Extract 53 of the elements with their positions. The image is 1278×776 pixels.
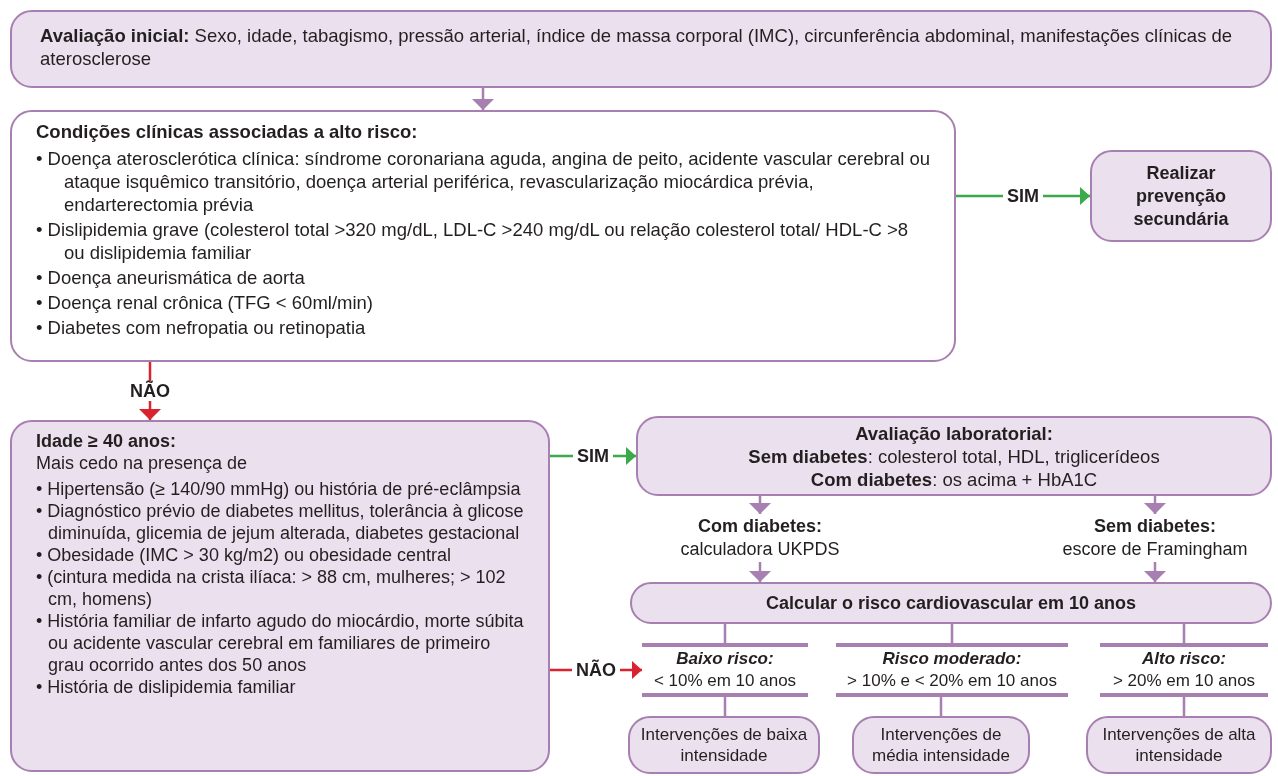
- connector-line: [950, 624, 954, 643]
- arrow: [472, 88, 494, 110]
- box-text: Com diabetes: os acima + HbA1C: [810, 467, 1098, 491]
- band-text: > 10% e < 20% em 10 anos: [847, 670, 1057, 692]
- flow-box: [628, 716, 820, 774]
- bullet-item: • Diagnóstico prévio de diabetes mellitus, tolerância à glicose diminuída, glicemia de jejum alterada, diabetes gestacional: [36, 500, 524, 544]
- band-text: > 20% em 10 anos: [1112, 670, 1256, 692]
- box-heading: Avaliação laboratorial:: [855, 421, 1053, 445]
- band-heading: Alto risco:: [1141, 648, 1227, 670]
- flow-box: [10, 420, 550, 772]
- connector-line: [1182, 624, 1186, 643]
- flow-box: [1090, 150, 1272, 242]
- bullet-item: • Obesidade (IMC > 30 kg/m2) ou obesidade central: [36, 544, 453, 566]
- bullet-item: • Doença renal crônica (TFG < 60ml/min): [36, 291, 375, 314]
- box-text: Mais cedo na presença de: [36, 452, 249, 474]
- flow-box: [10, 10, 1272, 88]
- bullet-item: • Dislipidemia grave (colesterol total >320 mg/dL, LDL-C >240 mg/dL ou relação colesterol total/ HDL-C >8 ou dislipidemia familiar: [36, 218, 910, 264]
- connector-line: [1182, 697, 1186, 716]
- flow-text: calculadora UKPDS: [680, 538, 840, 561]
- connector-line: [939, 697, 943, 716]
- text-heading: Sem diabetes:: [1093, 515, 1216, 538]
- text-heading: Com diabetes:: [698, 515, 822, 538]
- bullet-item: • Doença aneurismática de aorta: [36, 266, 306, 289]
- box-text: Sem diabetes: colesterol total, HDL, triglicerídeos: [748, 444, 1160, 468]
- connector-line: [723, 697, 727, 716]
- bullet-item: • Hipertensão (≥ 140/90 mmHg) ou história de pré-eclâmpsia: [36, 478, 522, 500]
- arrow: [749, 562, 771, 582]
- box-text: Intervenções de média intensidade: [871, 724, 1011, 766]
- arrow: [749, 496, 771, 514]
- bullet-item: • História de dislipidemia familiar: [36, 676, 297, 698]
- flow-box: [852, 716, 1030, 774]
- band-heading: Baixo risco:: [676, 648, 774, 670]
- box-text: Avaliação inicial: Sexo, idade, tabagismo, pressão arterial, índice de massa corporal (IMC), circunferência abdominal, manifestações clínicas de aterosclerose: [40, 24, 1234, 70]
- arrow: [1144, 562, 1166, 582]
- box-text: Intervenções de baixa intensidade: [639, 724, 809, 766]
- bullet-item: • História familiar de infarto agudo do miocárdio, morte súbita ou acidente vascular cerebral em familiares de primeiro grau ocorrido antes dos 50 anos: [36, 610, 524, 676]
- box-heading: Idade ≥ 40 anos:: [36, 430, 177, 452]
- flow-text: escore de Framingham: [1062, 538, 1248, 561]
- box-text: Intervenções de alta intensidade: [1101, 724, 1257, 766]
- bullet-item: • Diabetes com nefropatia ou retinopatia: [36, 316, 367, 339]
- flow-box: [636, 416, 1272, 496]
- flow-box: [10, 110, 956, 362]
- band-heading: Risco moderado:: [882, 648, 1022, 670]
- box-text: Calcular o risco cardiovascular em 10 anos: [765, 591, 1137, 615]
- band-text: < 10% em 10 anos: [653, 670, 797, 692]
- connector-line: [723, 624, 727, 643]
- flow-box: [630, 582, 1272, 624]
- box-text: Realizar prevenção secundária: [1132, 161, 1230, 231]
- bullet-item: • (cintura medida na crista ilíaca: > 88 cm, mulheres; > 102 cm, homens): [36, 566, 507, 610]
- flow-box: [1086, 716, 1272, 774]
- bullet-item: • Doença aterosclerótica clínica: síndrome coronariana aguda, angina de peito, acidente vascular cerebral ou ataque isquêmico transitório, doença arterial periférica, revascularização miocárdica prévia, endarterectomia prévia: [36, 147, 930, 216]
- arrow: [1144, 496, 1166, 514]
- box-heading: Condições clínicas associadas a alto risco:: [36, 120, 419, 143]
